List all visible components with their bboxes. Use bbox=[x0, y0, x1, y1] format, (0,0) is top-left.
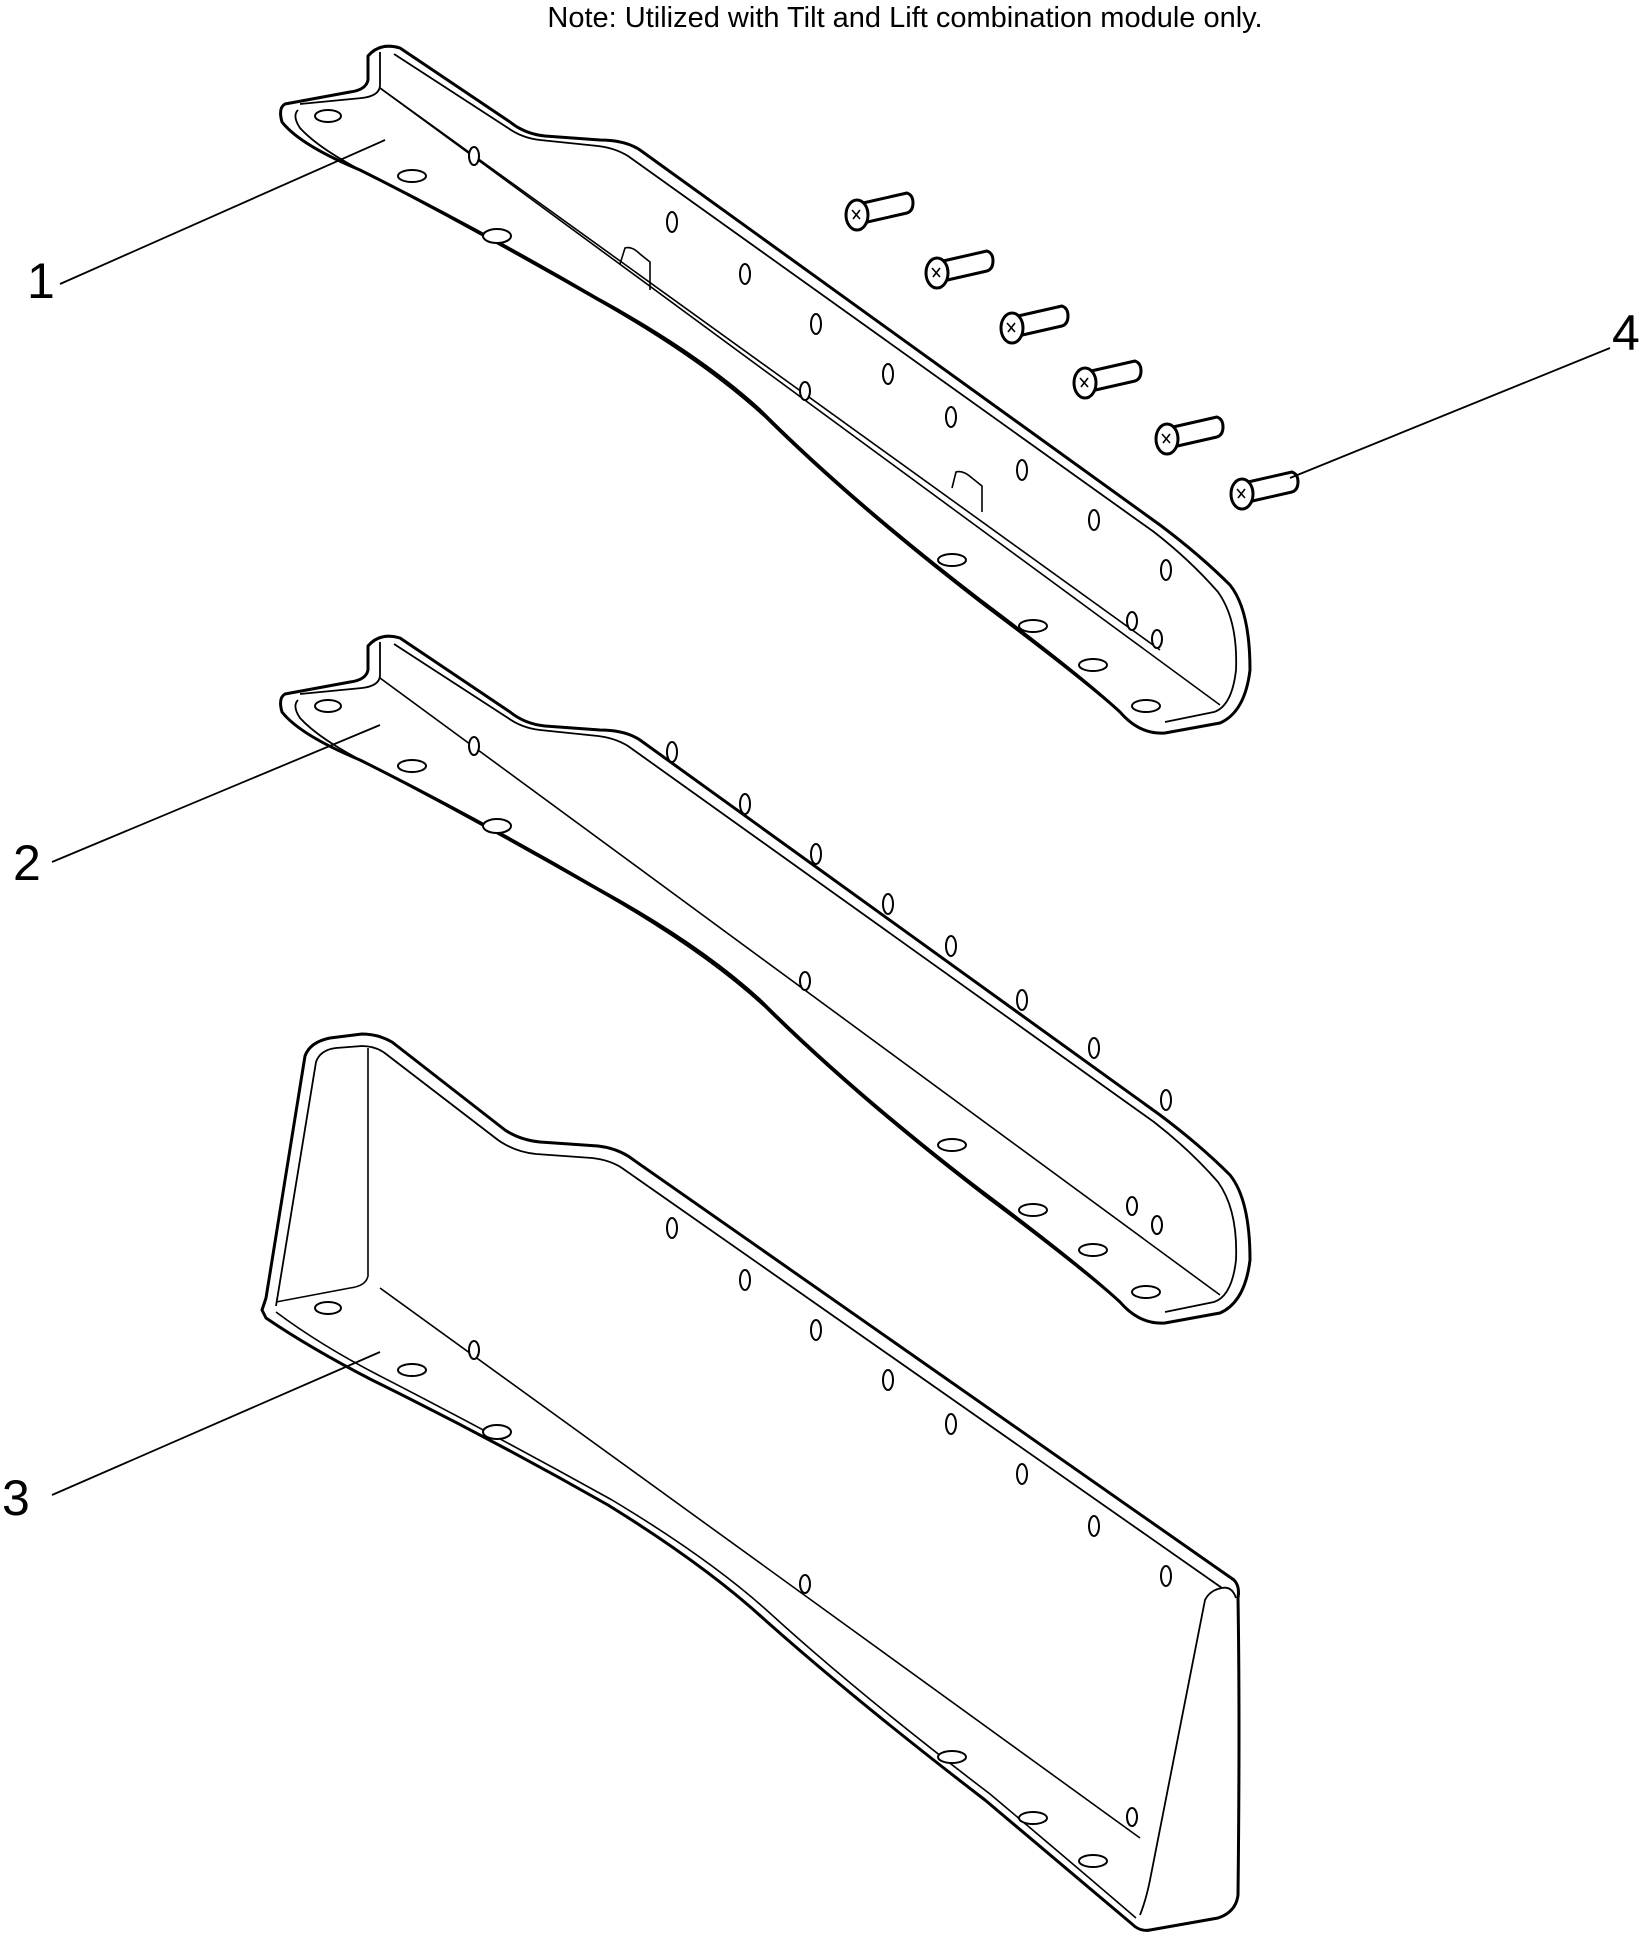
screw bbox=[844, 191, 915, 232]
callout-3: 3 bbox=[2, 1351, 381, 1526]
part-4-screws bbox=[844, 191, 1300, 511]
part-2-bracket bbox=[279, 634, 1252, 1325]
callout-4-label: 4 bbox=[1612, 305, 1640, 361]
screw bbox=[1072, 359, 1143, 400]
screw bbox=[1154, 415, 1225, 456]
callout-1-label: 1 bbox=[27, 253, 55, 309]
diagram-note: Note: Utilized with Tilt and Lift combin… bbox=[547, 2, 1263, 34]
callout-3-label: 3 bbox=[2, 1470, 30, 1526]
callout-4: 4 bbox=[1289, 305, 1640, 479]
callout-2: 2 bbox=[13, 724, 381, 891]
part-3-channel bbox=[260, 1032, 1241, 1932]
screw bbox=[999, 304, 1070, 345]
screw bbox=[1229, 470, 1300, 511]
callout-2-label: 2 bbox=[13, 835, 41, 891]
callout-1: 1 bbox=[27, 139, 386, 309]
part-1-bracket bbox=[279, 44, 1252, 735]
screw bbox=[924, 249, 995, 290]
